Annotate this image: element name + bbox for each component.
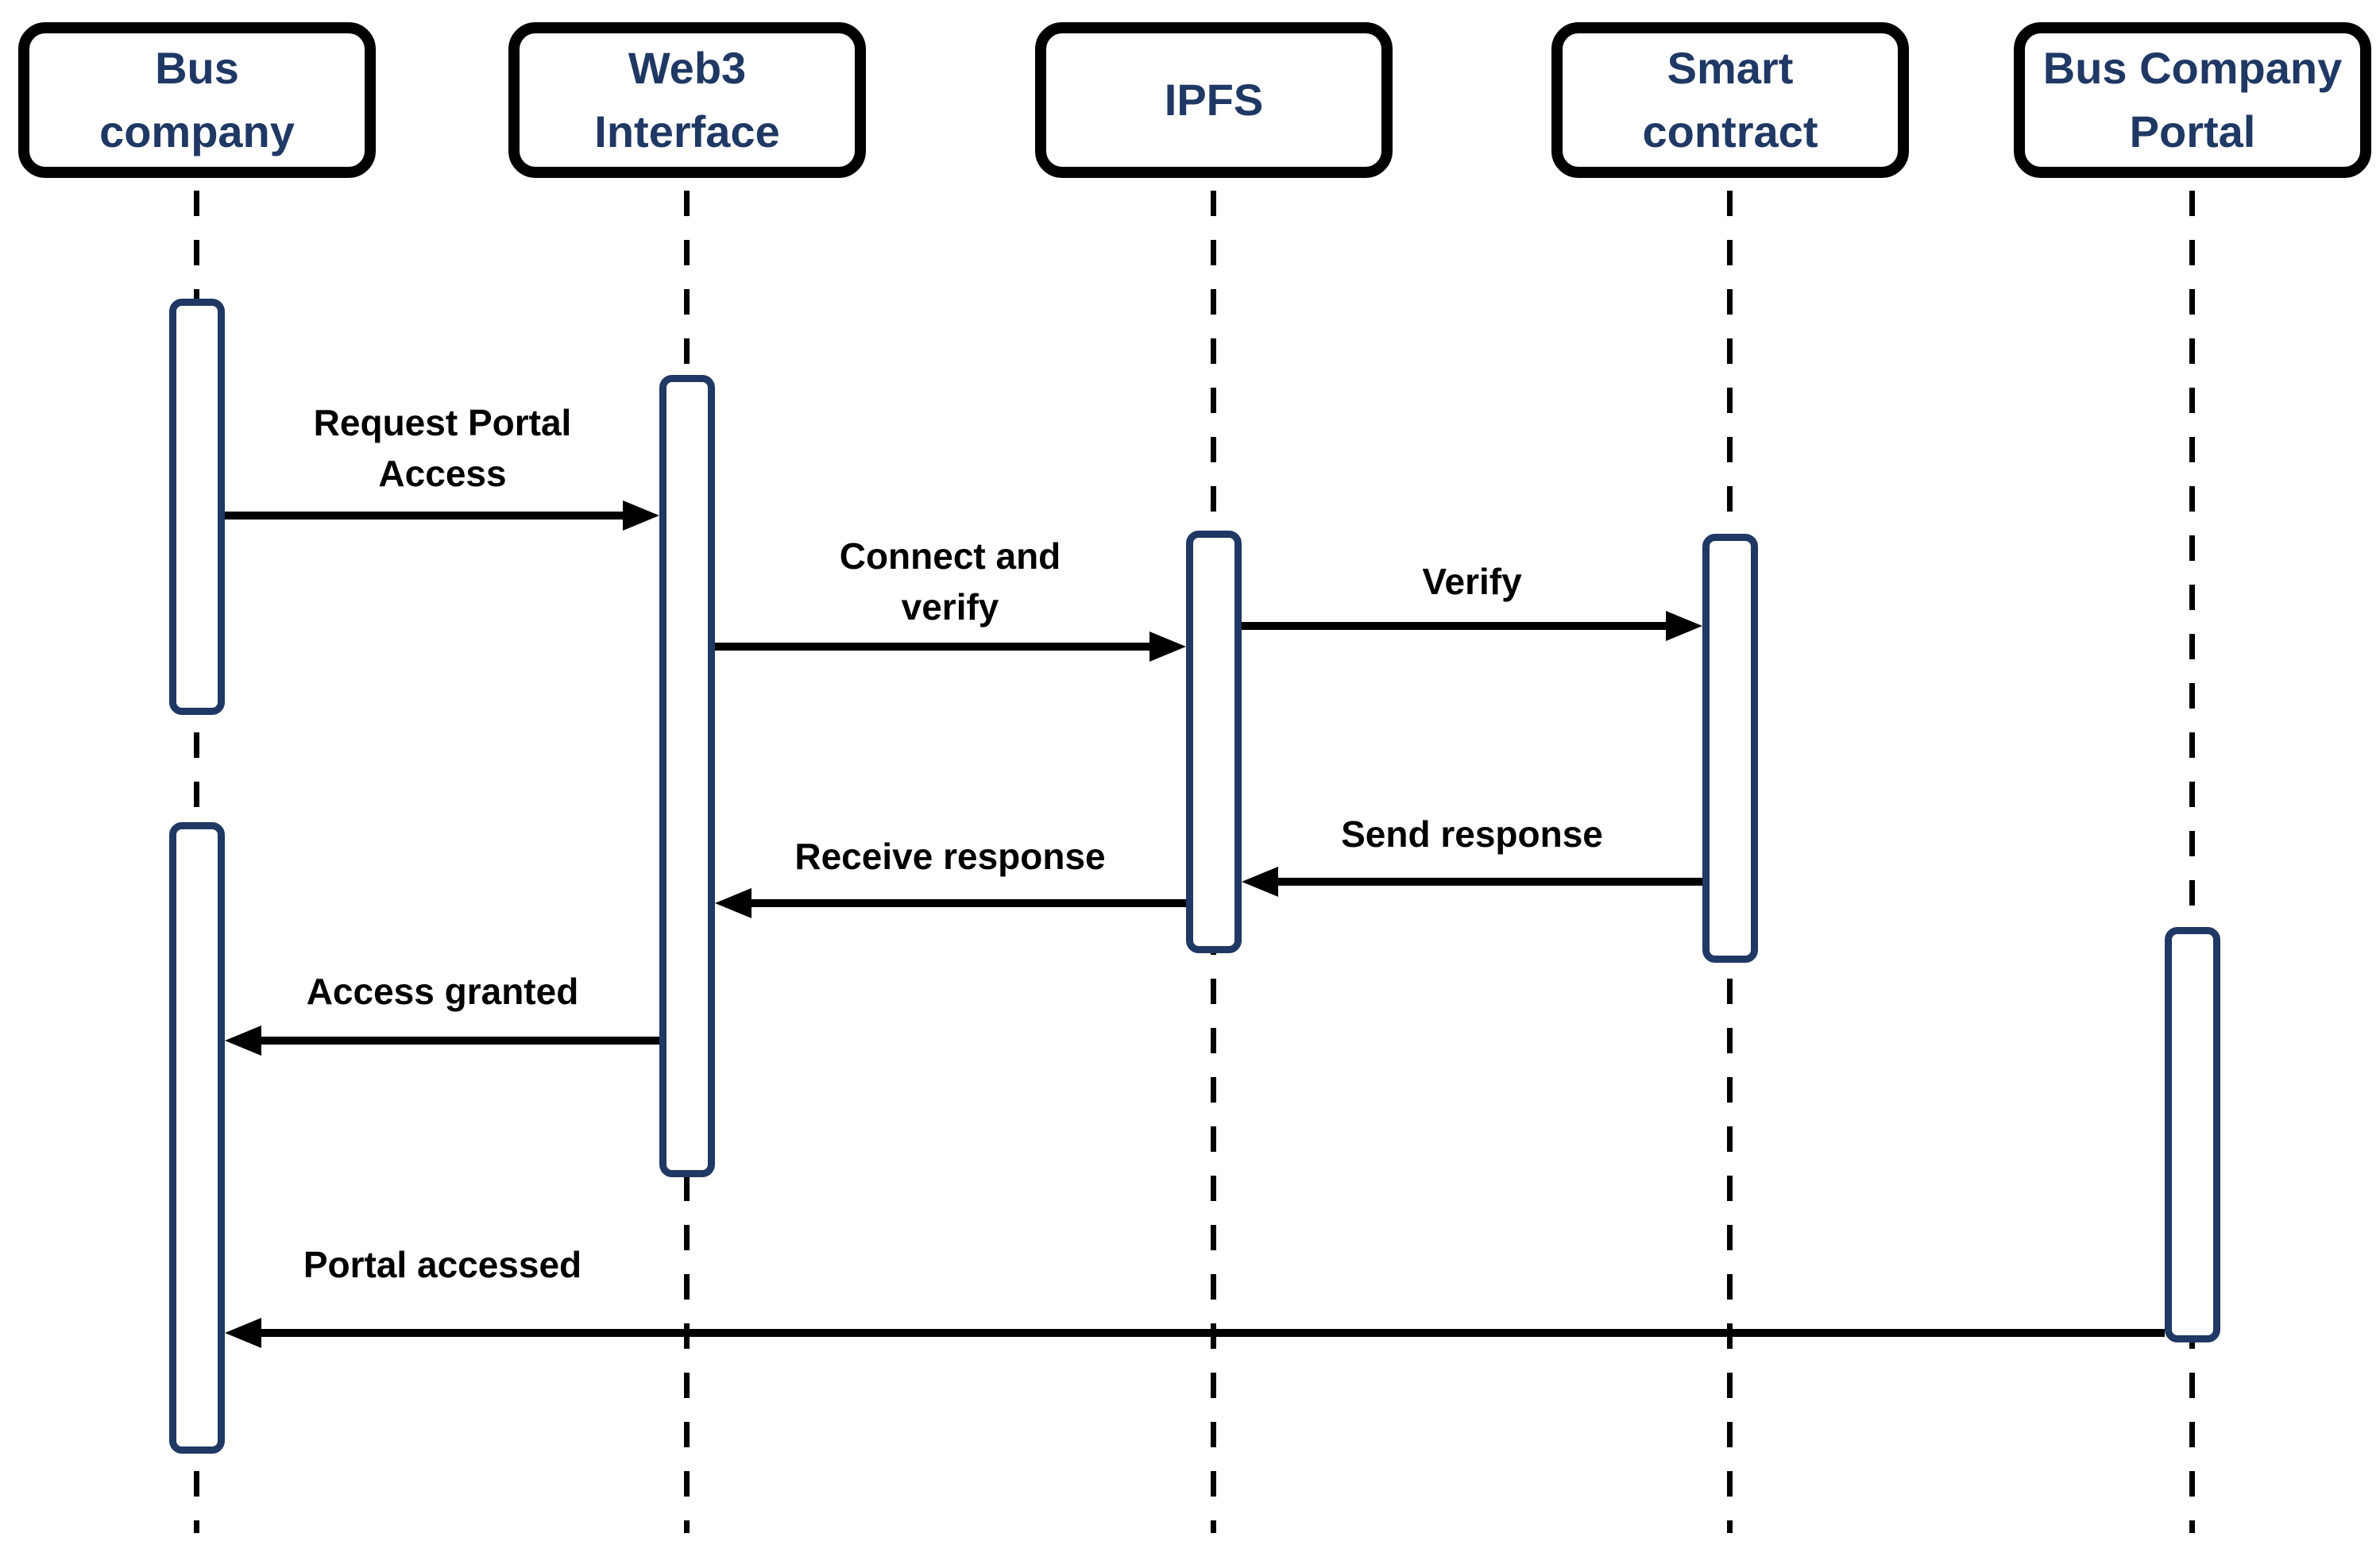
message-label-line: Access granted [306,971,579,1012]
message-label-line: Access [378,453,507,494]
actor-label: Smart [1667,43,1794,93]
actor-box-bus-company-portal: Bus Company Portal [2014,22,2371,178]
message-label-line: Receive response [794,836,1106,877]
arrow-shaft [745,899,1186,907]
lifeline-bus-company-portal [2189,191,2195,1533]
arrow-shaft [225,512,629,520]
actor-label: contract [1642,106,1818,156]
message-label-verify: Verify [1422,556,1521,607]
message-label-line: verify [901,586,999,628]
message-label-line: Send response [1341,813,1603,855]
activation-bar-bus-company-1 [169,299,225,715]
actor-label: company [99,106,295,156]
actor-label: Bus Company [2042,43,2343,93]
message-label-connect-and-verify: Connect and verify [840,531,1061,632]
arrowhead-left-icon [1242,867,1278,897]
message-label-line: Connect and [839,535,1061,577]
arrowhead-right-icon [1666,611,1702,641]
arrow-shaft [1242,622,1672,630]
actor-label: Interface [594,106,780,156]
message-label-line: Portal accessed [303,1244,582,1285]
actor-label: IPFS [1164,75,1264,125]
arrowhead-right-icon [623,500,659,531]
message-label-line: Verify [1422,561,1522,602]
arrowhead-left-icon [225,1318,261,1348]
activation-bar-web3-interface [659,375,715,1177]
actor-box-web3-interface: Web3 Interface [508,22,866,178]
message-label-portal-accessed: Portal accessed [303,1239,581,1290]
actor-label: Portal [2129,106,2256,156]
arrowhead-left-icon [225,1025,261,1056]
actor-label: Bus [155,43,239,93]
arrowhead-right-icon [1149,632,1186,662]
arrow-shaft [1272,878,1702,886]
arrow-shaft [255,1329,2165,1337]
activation-bar-ipfs [1186,531,1242,953]
actor-box-smart-contract: Smart contract [1551,22,1909,178]
activation-bar-bus-company-2 [169,822,225,1454]
activation-bar-bus-company-portal [2165,927,2220,1342]
arrow-shaft [255,1037,659,1045]
arrowhead-left-icon [715,888,751,918]
message-label-line: Request Portal [313,402,572,443]
message-label-request-portal-access: Request Portal Access [314,397,572,499]
actor-box-ipfs: IPFS [1035,22,1393,178]
actor-box-bus-company: Bus company [18,22,376,178]
activation-bar-smart-contract [1702,534,1758,963]
message-label-receive-response: Receive response [794,831,1105,882]
message-label-access-granted: Access granted [307,966,579,1017]
message-label-send-response: Send response [1341,809,1603,859]
arrow-shaft [715,643,1156,651]
actor-label: Web3 [628,43,747,93]
